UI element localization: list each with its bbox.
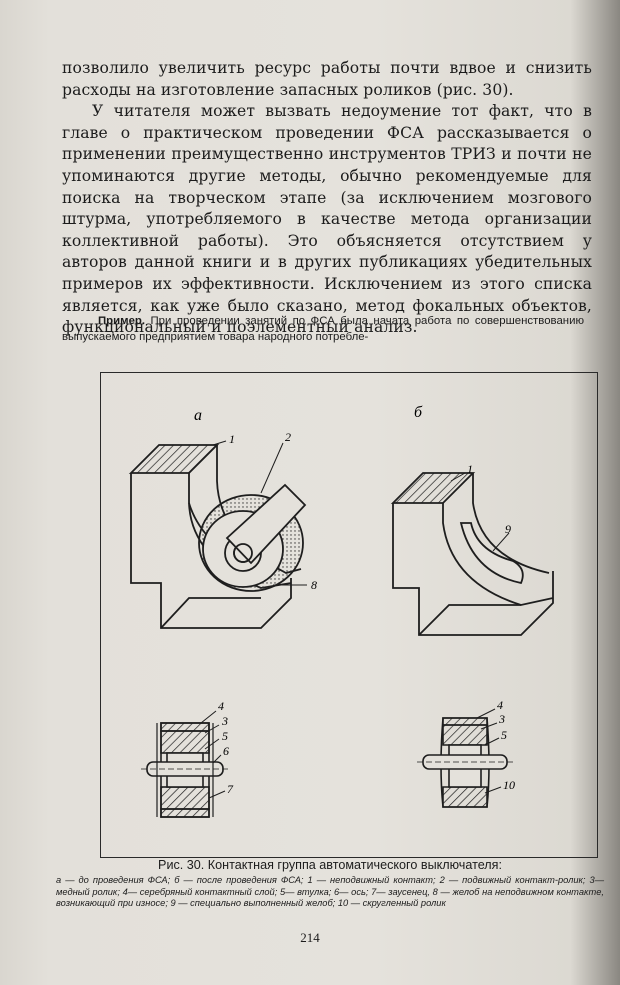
label-a-2: 2 bbox=[285, 430, 291, 444]
caption-title: Рис. 30. Контактная группа автоматическо… bbox=[158, 858, 502, 872]
figure-30: а б bbox=[100, 372, 598, 858]
label-a-7: 7 bbox=[227, 782, 234, 796]
label-a-3: 3 bbox=[221, 714, 228, 728]
label-b-10: 10 bbox=[503, 778, 515, 792]
label-a-1: 1 bbox=[229, 432, 235, 446]
example-lead: Пример. bbox=[98, 315, 146, 327]
label-b-1: 1 bbox=[467, 462, 473, 476]
panel-a-label: а bbox=[194, 407, 202, 424]
panel-b-label: б bbox=[414, 404, 423, 421]
roller-section-b bbox=[417, 717, 515, 808]
label-a-8: 8 bbox=[311, 578, 317, 592]
figure-drawing: а б bbox=[128, 404, 554, 818]
label-a-5: 5 bbox=[222, 729, 228, 743]
label-b-5: 5 bbox=[501, 728, 507, 742]
example-text: При проведении занятий по ФСА была начат… bbox=[62, 315, 584, 343]
label-a-4: 4 bbox=[218, 699, 224, 713]
label-a-6: 6 bbox=[223, 744, 229, 758]
paragraph-1: позволило увеличить ресурс работы почти … bbox=[62, 59, 592, 99]
body-text: позволило увеличить ресурс работы почти … bbox=[62, 58, 592, 339]
example-paragraph: Пример. При проведении занятий по ФСА бы… bbox=[62, 313, 584, 345]
roller-a-drawing bbox=[198, 483, 307, 592]
paragraph-2: У читателя может вызвать недоумение тот … bbox=[62, 102, 592, 337]
label-b-9: 9 bbox=[505, 522, 511, 536]
caption-legend: а — до проведения ФСА; б — после проведе… bbox=[56, 875, 604, 909]
figure-caption: Рис. 30. Контактная группа автоматическо… bbox=[56, 858, 604, 910]
contact-b-drawing bbox=[390, 472, 554, 636]
page-number: 214 bbox=[300, 930, 320, 945]
label-b-4: 4 bbox=[497, 698, 503, 712]
label-b-3: 3 bbox=[498, 712, 505, 726]
roller-section-a bbox=[141, 722, 231, 818]
